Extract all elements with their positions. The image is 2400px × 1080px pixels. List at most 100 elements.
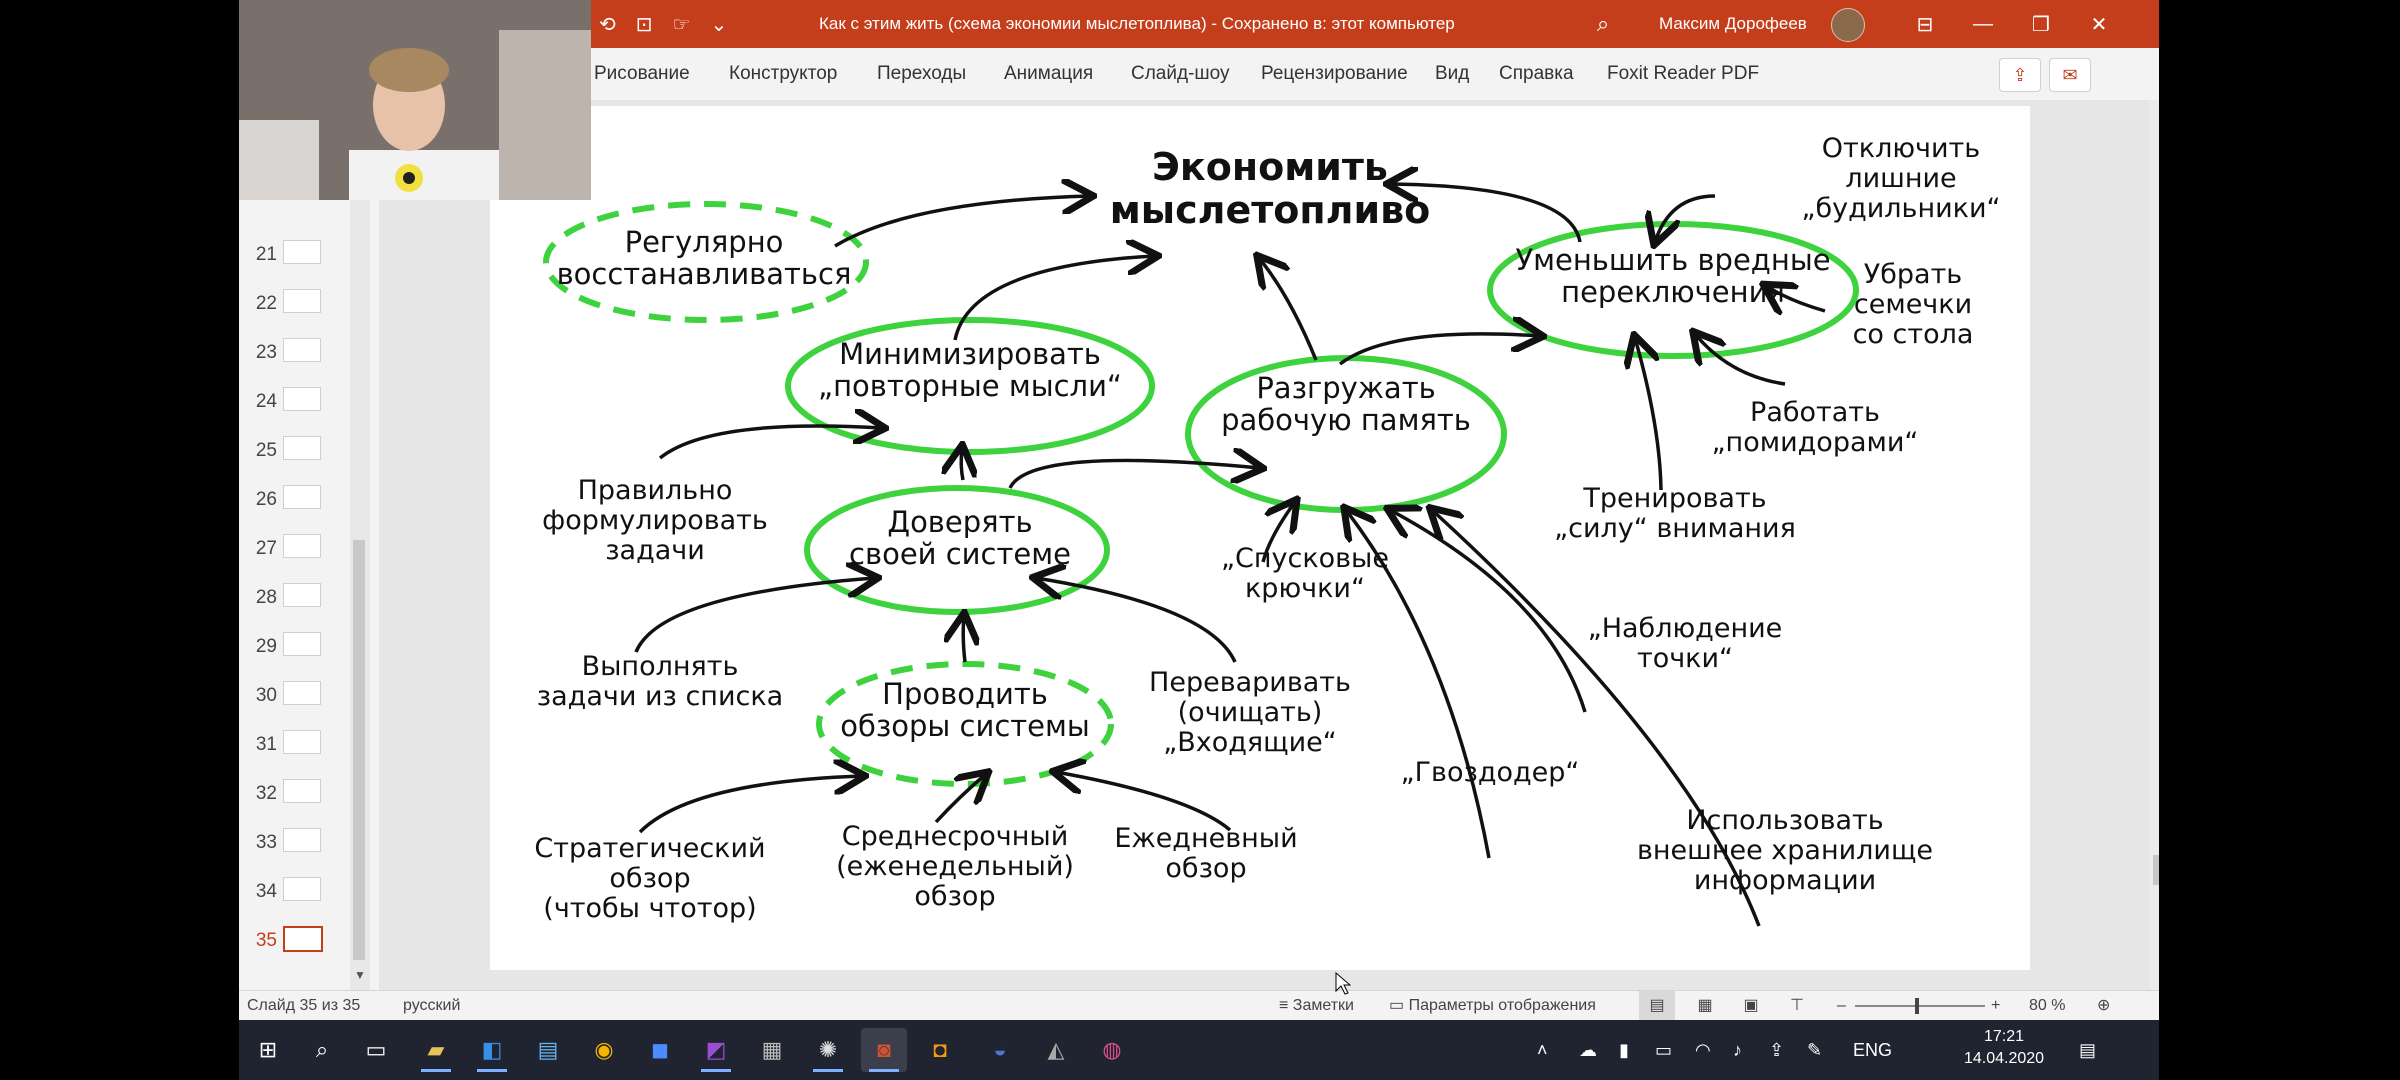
zoom-icon[interactable]: ◼ — [650, 1037, 670, 1062]
slide-thumbnail[interactable]: 23 — [239, 328, 379, 376]
notifications-icon[interactable]: ▤ — [2079, 1040, 2097, 1060]
start-icon[interactable]: ⊞ — [258, 1037, 278, 1062]
tab-animations[interactable]: Анимация — [1004, 63, 1094, 84]
tab-help[interactable]: Справка — [1499, 63, 1574, 84]
editor-scrollbar[interactable] — [2149, 100, 2159, 990]
app-icon[interactable]: ▤ — [537, 1037, 559, 1062]
app-icon[interactable]: ▦ — [761, 1037, 783, 1062]
camera-icon[interactable]: ◍ — [1102, 1037, 1122, 1062]
pinwheel-icon[interactable]: ✺ — [805, 1028, 851, 1072]
slide-thumbnail-image — [283, 632, 321, 656]
system-clock[interactable]: 17:21 14.04.2020 — [1959, 1026, 2049, 1070]
zoom-level[interactable]: 80 % — [2029, 997, 2066, 1014]
node-observation-point: „Наблюдение точки“ — [1587, 613, 1783, 675]
slide-thumbnail[interactable]: 22 — [239, 279, 379, 327]
slide-thumbnail-number: 31 — [255, 734, 277, 755]
microphone-icon[interactable]: ▮ — [1619, 1040, 1629, 1060]
tab-transitions[interactable]: Переходы — [877, 63, 967, 84]
slideshow-button[interactable]: ⊤ — [1790, 997, 1804, 1014]
slide-thumbnail[interactable]: 21 — [239, 230, 379, 278]
app-icon[interactable]: ◭ — [1047, 1037, 1065, 1062]
thumbnails-scroll-thumb[interactable] — [353, 540, 365, 960]
arrow-attention-to-switches — [1635, 338, 1663, 491]
avatar[interactable] — [1831, 8, 1865, 42]
node-weekly-review: Среднесрочный (еженедельный) обзор — [836, 821, 1074, 913]
comments-icon[interactable]: ✉ — [2049, 58, 2091, 92]
notes-label: Заметки — [1292, 997, 1354, 1014]
tray-chevron-icon[interactable]: ˄ — [1537, 1040, 1548, 1060]
search-icon[interactable]: ⌕ — [1596, 11, 1610, 36]
node-remove-seeds: Убрать семечки со стола — [1852, 259, 1974, 351]
tab-slideshow[interactable]: Слайд-шоу — [1131, 63, 1230, 84]
node-pomodoro: Работать „помидорами“ — [1711, 397, 1919, 459]
tab-review[interactable]: Рецензирование — [1261, 63, 1408, 84]
language-indicator[interactable]: русский — [403, 997, 461, 1014]
reading-view-button[interactable]: ▣ — [1743, 997, 1759, 1014]
slide-thumbnail[interactable]: 25 — [239, 426, 379, 474]
arrow-minimize-to-goal — [953, 256, 1155, 341]
zoom-out-button[interactable]: – — [1837, 997, 1846, 1014]
headphones-icon[interactable]: ◒ — [993, 1037, 1007, 1062]
slide-thumbnail[interactable]: 31 — [239, 720, 379, 768]
powerpoint-icon[interactable]: ◙ — [861, 1028, 907, 1072]
tab-drawing[interactable]: Рисование — [594, 63, 690, 84]
onedrive-icon[interactable]: ☁ — [1579, 1040, 1597, 1060]
onenote-icon[interactable]: ◩ — [693, 1028, 739, 1072]
scroll-down-icon[interactable]: ▼ — [354, 968, 366, 982]
notes-button[interactable]: ≡ Заметки — [1279, 991, 1354, 1021]
slide-thumbnail[interactable]: 33 — [239, 818, 379, 866]
tab-view[interactable]: Вид — [1435, 63, 1470, 84]
display-settings-button[interactable]: ▭ Параметры отображения — [1389, 991, 1596, 1021]
restore-icon[interactable]: ❐ — [2032, 13, 2050, 36]
slide-thumbnail-number: 34 — [255, 881, 277, 902]
slide-thumbnail[interactable]: 35 — [239, 916, 379, 964]
zoom-in-button[interactable]: + — [1991, 997, 2001, 1014]
slide-thumbnail[interactable]: 29 — [239, 622, 379, 670]
slide-thumbnail-image — [283, 338, 321, 362]
node-triggers: „Спусковые крючки“ — [1221, 543, 1389, 605]
input-language[interactable]: ENG — [1853, 1040, 1893, 1060]
minimize-icon[interactable]: — — [1973, 12, 1993, 35]
ribbon-display-icon[interactable]: ⊟ — [1916, 13, 1934, 36]
slide-canvas[interactable]: Экономить мыслетопливо Регулярно восстан… — [490, 106, 2030, 970]
tab-foxit-pdf[interactable]: Foxit Reader PDF — [1607, 63, 1760, 84]
slide-thumbnail[interactable]: 30 — [239, 671, 379, 719]
chrome-icon[interactable]: ◉ — [594, 1037, 614, 1062]
slide-thumbnail[interactable]: 28 — [239, 573, 379, 621]
ellipse-reviews — [816, 661, 1114, 787]
editor-scroll-thumb[interactable] — [2153, 855, 2159, 885]
slide-thumbnail[interactable]: 27 — [239, 524, 379, 572]
touch-mode-icon[interactable]: ☞ — [672, 13, 691, 36]
display-settings-icon: ▭ — [1389, 997, 1409, 1014]
slide-thumbnail[interactable]: 26 — [239, 475, 379, 523]
present-icon[interactable]: ⊡ — [635, 13, 653, 36]
slide-thumbnail[interactable]: 24 — [239, 377, 379, 425]
search-icon[interactable]: ⌕ — [315, 1037, 329, 1062]
upload-icon[interactable]: ⇪ — [1769, 1040, 1785, 1060]
file-explorer-icon[interactable]: ▰ — [413, 1028, 459, 1072]
app-icon[interactable]: ◘ — [933, 1037, 947, 1062]
outlook-icon[interactable]: ◧ — [469, 1028, 515, 1072]
arrow-nailpuller-to-unload — [1346, 510, 1491, 859]
slide-sorter-button[interactable]: ▦ — [1697, 997, 1713, 1014]
slide-thumbnail-number: 29 — [255, 636, 277, 657]
document-title[interactable]: Как с этим жить (схема экономии мыслетоп… — [819, 14, 1455, 33]
pen-icon[interactable]: ✎ — [1807, 1040, 1823, 1060]
clock-date: 14.04.2020 — [1963, 1050, 2045, 1067]
task-view-icon[interactable]: ▭ — [365, 1037, 387, 1062]
network-icon[interactable]: ◠ — [1695, 1040, 1711, 1060]
battery-icon[interactable]: ▭ — [1655, 1040, 1673, 1060]
customize-toolbar-icon[interactable]: ⌄ — [710, 13, 728, 36]
slide-thumbnail[interactable]: 32 — [239, 769, 379, 817]
share-icon[interactable]: ⇪ — [1999, 58, 2041, 92]
slide-thumbnail[interactable]: 34 — [239, 867, 379, 915]
tab-design[interactable]: Конструктор — [729, 63, 838, 84]
volume-icon[interactable]: ♪ — [1733, 1040, 1742, 1060]
normal-view-button[interactable]: ▤ — [1639, 991, 1675, 1021]
zoom-slider[interactable] — [1855, 991, 1985, 1021]
close-icon[interactable]: ✕ — [2090, 13, 2108, 36]
fit-slide-icon[interactable]: ⊕ — [2097, 997, 2111, 1014]
undo-icon[interactable]: ⟲ — [599, 13, 616, 36]
user-name[interactable]: Максим Дорофеев — [1659, 14, 1807, 33]
slide-thumbnail-number: 32 — [255, 783, 277, 804]
